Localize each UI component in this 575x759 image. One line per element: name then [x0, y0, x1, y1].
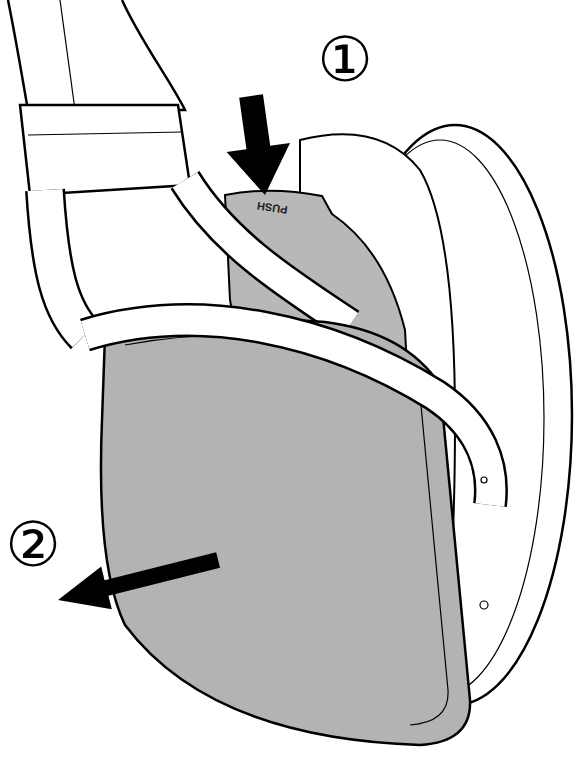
- callout-number: ②: [5, 514, 61, 576]
- callout-number: ①: [317, 29, 373, 91]
